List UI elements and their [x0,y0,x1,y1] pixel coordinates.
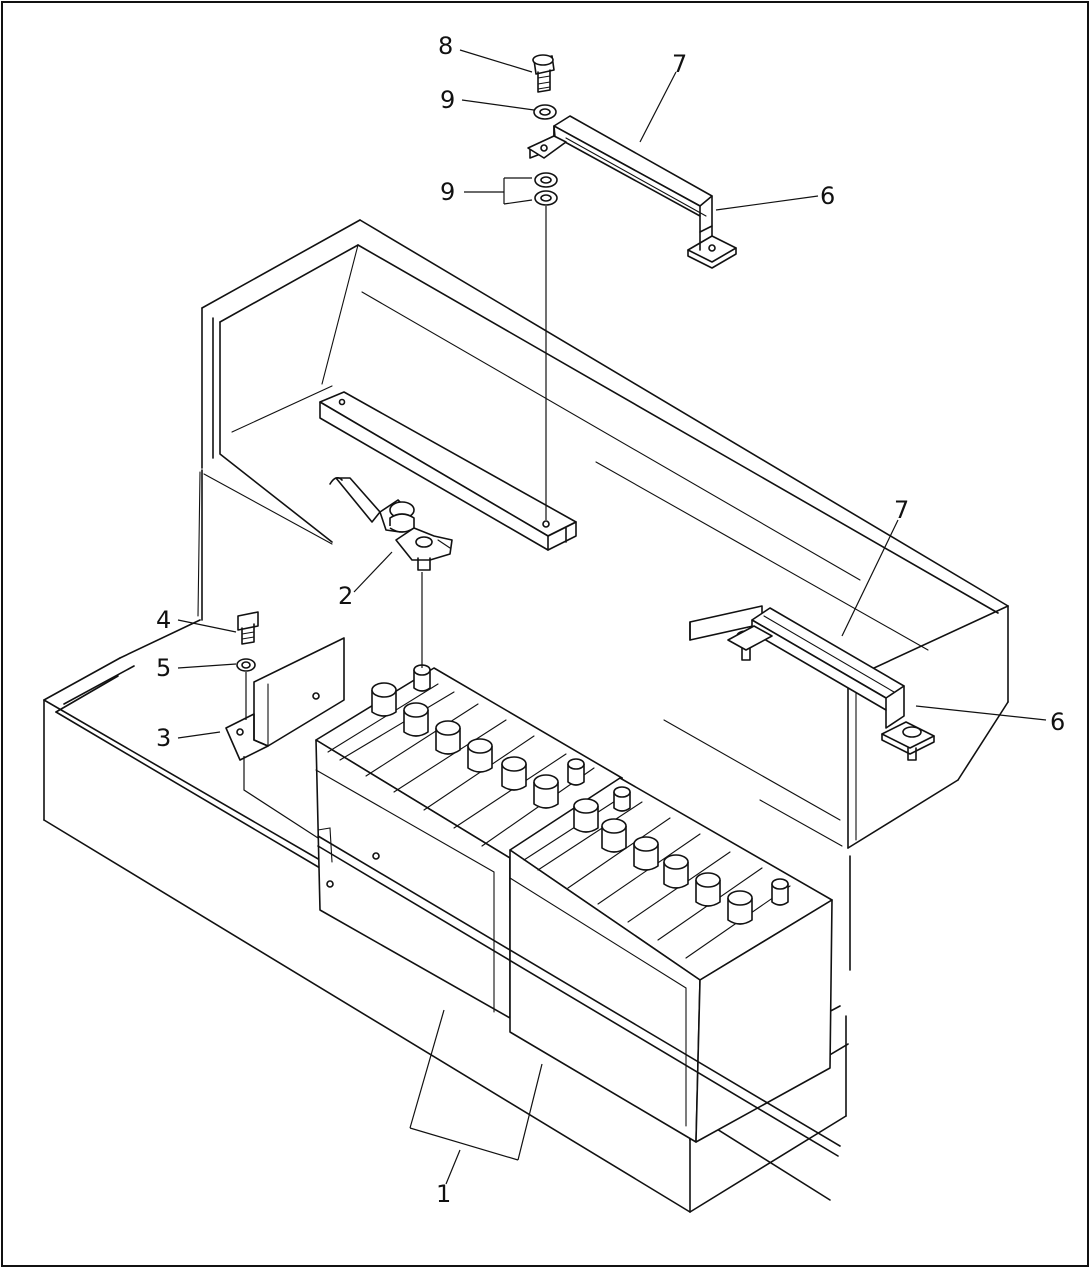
hold-down-channel [319,391,577,551]
callout-6-right: 6 [1050,708,1065,736]
battery-front [509,777,833,1143]
hold-down-bar-right [689,605,935,761]
hold-down-bar-top [527,115,737,269]
tie-rod [317,835,841,1147]
callout-5: 5 [156,654,171,682]
callout-7-right: 7 [894,496,909,524]
leader-lines [177,49,1047,1185]
washer-5 [236,658,256,672]
callout-9-top: 9 [440,86,455,114]
battery-box [43,219,1009,1213]
assembly-line-bracket [243,756,319,839]
callout-4: 4 [156,606,171,634]
left-bracket [225,637,345,761]
bolt-4 [237,611,259,645]
tie-rod-edge [317,845,839,1157]
callout-7-top: 7 [672,50,687,78]
callout-8: 8 [438,32,453,60]
callout-3: 3 [156,724,171,752]
callout-1: 1 [436,1180,451,1208]
callout-2: 2 [338,582,353,610]
bolt-8 [532,54,555,93]
battery-front-caps [573,786,789,925]
battery-rear-caps [371,664,585,809]
callout-9-pair: 9 [440,178,455,206]
washer-9-pair [534,172,558,206]
terminal-clamp [329,476,453,571]
callout-6-top: 6 [820,182,835,210]
washer-9-top [533,104,557,120]
